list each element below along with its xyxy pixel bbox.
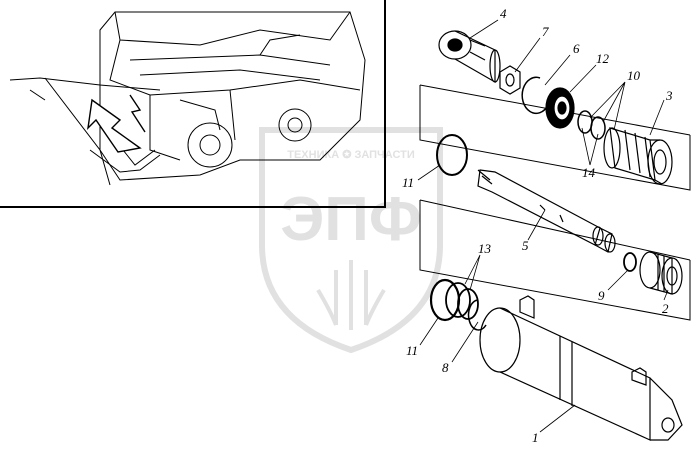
part-11-o-ring-upper [436, 134, 468, 176]
part-13-rings [445, 282, 479, 320]
leader-lines [417, 19, 669, 433]
part-8-nut [499, 65, 521, 95]
callout-1: 1 [532, 430, 539, 445]
wheat-emblem-icon [316, 260, 386, 330]
part-3-gland [603, 127, 673, 185]
callout-4: 4 [500, 6, 507, 21]
watermark-logo-text: ЭПФ [280, 185, 422, 254]
callout-7: 8 [442, 360, 449, 375]
callout-3: 3 [665, 88, 673, 103]
callout-14: 14 [582, 165, 596, 180]
part-11-o-ring-lower [429, 278, 461, 322]
callout-2: 2 [662, 301, 669, 316]
callout-13: 13 [478, 241, 492, 256]
part-5-piston-rod [477, 169, 616, 253]
callout-12: 12 [596, 51, 610, 66]
part-9-ring [623, 252, 637, 272]
callout-labels: 4 7 6 12 10 3 14 11 5 9 2 13 11 8 1 [402, 6, 673, 445]
callout-6: 6 [573, 41, 580, 56]
inset-machine-view [0, 0, 386, 208]
callout-5: 5 [522, 238, 529, 253]
callout-10: 10 [627, 68, 641, 83]
part-6-snap-ring [521, 76, 549, 115]
callout-11-upper: 11 [402, 175, 414, 190]
watermark: ТЕХНИКА ✪ ЗАПЧАСТИ ЭПФ [259, 127, 443, 354]
callout-8: 7 [542, 24, 549, 39]
assembly-brackets [419, 84, 691, 321]
part-10-rings [577, 110, 606, 140]
watermark-tagline: ТЕХНИКА ✪ ЗАПЧАСТИ [287, 149, 415, 161]
part-4-rod-eye [438, 30, 501, 84]
part-12-bearing [545, 87, 575, 129]
callout-11-lower: 11 [406, 343, 418, 358]
part-2-piston [639, 251, 683, 295]
callout-9: 9 [598, 288, 605, 303]
part-1-cylinder-body [479, 295, 683, 441]
